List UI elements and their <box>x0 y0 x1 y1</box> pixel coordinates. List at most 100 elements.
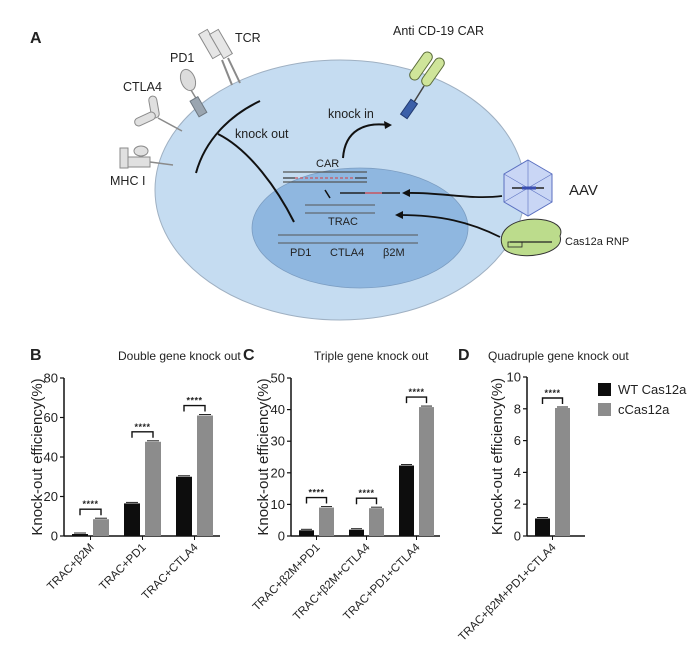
panel-a: A TCR PD1 CTLA4 <box>30 24 629 321</box>
chart-title: Quadruple gene knock out <box>488 349 629 363</box>
ctla4-receptor-icon <box>134 95 183 132</box>
legend-label: cCas12a <box>618 402 670 417</box>
rnp-arrow <box>399 214 501 238</box>
y-tick-label: 0 <box>278 529 285 544</box>
x-category-label: TRAC+β2M <box>45 542 96 593</box>
y-tick-label: 20 <box>44 489 58 504</box>
y-tick-label: 8 <box>514 401 521 416</box>
mhc-i-icon <box>119 145 174 169</box>
y-tick-label: 30 <box>271 434 285 449</box>
y-tick-label: 2 <box>514 497 521 512</box>
significance-bracket <box>405 396 428 404</box>
y-tick-label: 4 <box>514 465 521 480</box>
legend-swatch <box>598 383 611 396</box>
bar-wt-cas12a <box>299 530 314 536</box>
panel-a-label: A <box>30 30 42 47</box>
bar-ccas12a <box>419 407 434 536</box>
aav-label: AAV <box>569 182 598 199</box>
x-category-label: TRAC+CTLA4 <box>140 541 201 602</box>
y-tick-label: 10 <box>271 497 285 512</box>
chart-c: C Triple gene knock out 0 10 20 30 40 50Knock-o… <box>243 347 440 623</box>
bar-group: **** TRAC+β2M+PD1+CTLA4 <box>457 388 570 644</box>
bar-wt-cas12a <box>349 529 364 536</box>
integration-arrow <box>324 189 331 199</box>
bar-wt-cas12a <box>72 534 88 536</box>
y-tick-label: 40 <box>271 402 285 417</box>
bar-ccas12a <box>93 519 109 536</box>
bar-ccas12a <box>145 441 161 536</box>
y-tick-label: 40 <box>44 450 58 465</box>
trac-dna-icon <box>305 204 375 214</box>
knock-in-label: knock in <box>328 107 374 121</box>
y-tick-label: 60 <box>44 410 58 425</box>
legend-item: cCas12a <box>598 402 670 417</box>
bar-group: **** TRAC+β2M <box>45 499 109 593</box>
significance-bracket <box>305 496 328 504</box>
y-tick-label: 0 <box>514 529 521 544</box>
significance-label: **** <box>186 396 202 406</box>
y-axis-label: Knock-out efficiency(%) <box>29 378 46 535</box>
significance-label: **** <box>308 488 324 498</box>
ctla4-label: CTLA4 <box>123 80 162 94</box>
y-axis-label: Knock-out efficiency(%) <box>489 378 506 535</box>
nucleus <box>251 167 469 289</box>
car-dna-icon <box>283 171 367 183</box>
knock-in-arrow <box>342 123 389 159</box>
bar-ccas12a <box>319 507 334 536</box>
significance-bracket <box>183 404 206 412</box>
knock-in-arrowhead <box>384 121 392 129</box>
bar-wt-cas12a <box>124 503 140 536</box>
bar-wt-cas12a <box>176 476 192 536</box>
bar-ccas12a <box>369 508 384 536</box>
y-axis-label: Knock-out efficiency(%) <box>255 378 272 535</box>
bar-ccas12a <box>555 408 570 536</box>
tcr-icon <box>197 28 241 86</box>
mhc-i-label: MHC I <box>110 174 145 188</box>
panel-label: D <box>458 347 470 364</box>
cas12a-rnp-icon <box>500 218 562 257</box>
aav-capsid-icon <box>503 159 553 217</box>
trac-label: TRAC <box>328 216 358 228</box>
significance-bracket <box>355 497 378 505</box>
chart-title: Double gene knock out <box>118 349 241 363</box>
significance-label: **** <box>358 488 374 498</box>
anti-cd19-car-label: Anti CD-19 CAR <box>393 24 484 38</box>
chart-title: Triple gene knock out <box>314 349 429 363</box>
ctla4-gene-label: CTLA4 <box>330 247 364 259</box>
pd1-label: PD1 <box>170 51 194 65</box>
significance-label: **** <box>134 422 150 432</box>
knock-out-label: knock out <box>235 127 289 141</box>
significance-bracket <box>131 431 154 438</box>
bar-group: ****TRAC+PD1 <box>97 422 161 593</box>
knock-out-arrow <box>217 133 295 223</box>
y-tick-label: 50 <box>271 371 285 386</box>
rnp-arrowhead <box>395 211 403 219</box>
significance-label: **** <box>408 387 424 397</box>
gene-dna-row-icon <box>278 234 418 244</box>
b2m-gene-label: β2M <box>383 247 405 259</box>
bar-ccas12a <box>197 415 213 536</box>
anti-cd19-car-icon <box>399 51 445 120</box>
significance-label: **** <box>544 388 560 398</box>
bar-wt-cas12a <box>399 465 414 536</box>
aav-arrow <box>406 192 503 199</box>
pd1-receptor-icon <box>179 68 208 118</box>
tcr-label: TCR <box>235 31 261 45</box>
pd1-gene-label: PD1 <box>290 247 311 259</box>
legend-swatch <box>598 403 611 416</box>
cas12a-rnp-label: Cas12a RNP <box>565 236 629 248</box>
bar-wt-cas12a <box>535 518 550 536</box>
y-tick-label: 80 <box>44 371 58 386</box>
aav-arrowhead <box>402 189 410 197</box>
y-tick-label: 0 <box>51 529 58 544</box>
significance-label: **** <box>82 499 98 509</box>
x-category-label: TRAC+β2M+PD1+CTLA4 <box>457 541 559 643</box>
y-tick-label: 20 <box>271 465 285 480</box>
panel-label: C <box>243 347 255 364</box>
y-tick-label: 10 <box>507 370 521 385</box>
significance-bracket <box>79 508 102 516</box>
